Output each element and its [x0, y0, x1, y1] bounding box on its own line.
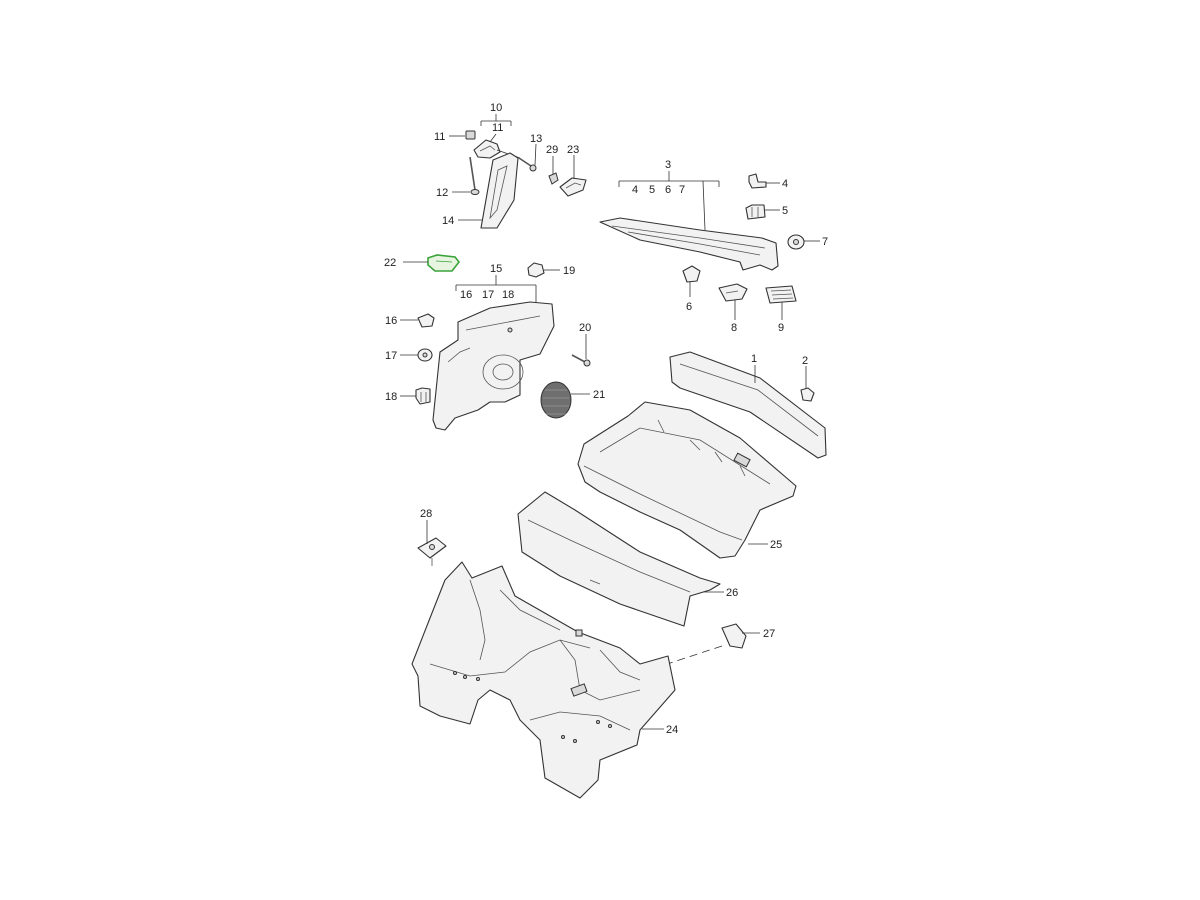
callout-1: 1 — [751, 353, 757, 365]
callout-26: 26 — [726, 587, 738, 599]
callout-15: 15 — [490, 263, 502, 275]
part-25-parcel-shelf[interactable]: 25 — [577, 401, 797, 559]
part-4-clip[interactable]: 4 — [748, 173, 788, 190]
part-7-washer[interactable]: 7 — [787, 234, 828, 250]
callout-14: 14 — [442, 215, 454, 227]
callout-21: 21 — [593, 389, 605, 401]
callout-12: 12 — [436, 187, 448, 199]
part-2-clip[interactable]: 2 — [800, 355, 815, 402]
part-21-mesh-cover[interactable]: 21 — [540, 381, 605, 419]
part-17-washer[interactable]: 17 — [385, 348, 433, 362]
callout-29: 29 — [546, 144, 558, 156]
group-3-bracket: 3 4 5 6 7 — [618, 159, 720, 231]
callout-27: 27 — [763, 628, 775, 640]
callout-3-sub-7: 7 — [679, 184, 685, 196]
callout-4: 4 — [782, 178, 788, 190]
part-24-rear-carpet[interactable]: 24 — [411, 561, 678, 799]
callout-3-sub-5: 5 — [649, 184, 655, 196]
callout-17: 17 — [385, 350, 397, 362]
part-29-clip[interactable]: 29 — [546, 144, 559, 185]
callout-23: 23 — [567, 144, 579, 156]
callout-3-sub-4: 4 — [632, 184, 638, 196]
part-12-screw[interactable]: 12 — [436, 156, 480, 199]
part-5-clip[interactable]: 5 — [745, 204, 788, 220]
callout-22: 22 — [384, 257, 396, 269]
callout-15-sub-16: 16 — [460, 289, 472, 301]
callout-7: 7 — [822, 236, 828, 248]
callout-28: 28 — [420, 508, 432, 520]
callout-25: 25 — [770, 539, 782, 551]
part-20-screw[interactable]: 20 — [571, 322, 591, 367]
group-15-bracket: 15 16 17 18 — [455, 263, 537, 302]
callout-20: 20 — [579, 322, 591, 334]
part-13-screw[interactable]: 13 — [518, 133, 542, 172]
part-18-clip[interactable]: 18 — [385, 387, 431, 405]
callout-11: 11 — [434, 131, 445, 143]
callout-11-sub: 11 — [492, 122, 503, 134]
part-8-cover[interactable]: 8 — [718, 283, 748, 334]
callout-2: 2 — [802, 355, 808, 367]
part-11-clip[interactable]: 11 — [434, 130, 476, 143]
part-1-shelf-strip[interactable]: 1 — [669, 351, 827, 459]
callout-15-sub-18: 18 — [502, 289, 514, 301]
callout-19: 19 — [563, 265, 575, 277]
callout-3-sub-6: 6 — [665, 184, 671, 196]
callout-6: 6 — [686, 301, 692, 313]
part-14-pillar-trim[interactable]: 14 — [442, 152, 519, 229]
callout-9: 9 — [778, 322, 784, 334]
callout-10: 10 — [490, 102, 502, 114]
callout-8: 8 — [731, 322, 737, 334]
part-16-clip[interactable]: 16 — [385, 313, 435, 328]
callout-5: 5 — [782, 205, 788, 217]
group-10-bracket: 10 11 — [480, 102, 512, 143]
part-3-trim-panel[interactable] — [599, 217, 779, 271]
part-9-grille[interactable]: 9 — [765, 285, 797, 334]
callout-24: 24 — [666, 724, 678, 736]
callout-16: 16 — [385, 315, 397, 327]
callout-13: 13 — [530, 133, 542, 145]
part-28-bracket[interactable]: 28 — [417, 508, 447, 566]
part-15-side-trim[interactable] — [432, 301, 555, 431]
callout-18: 18 — [385, 391, 397, 403]
part-6-retainer[interactable]: 6 — [682, 265, 701, 313]
part-23-cover[interactable]: 23 — [559, 144, 587, 197]
callout-15-sub-17: 17 — [482, 289, 494, 301]
part-26-panel[interactable]: 26 — [517, 491, 738, 627]
part-22-highlighted[interactable]: 22 — [384, 254, 461, 272]
callout-3: 3 — [665, 159, 671, 171]
part-19-clip[interactable]: 19 — [527, 262, 575, 278]
